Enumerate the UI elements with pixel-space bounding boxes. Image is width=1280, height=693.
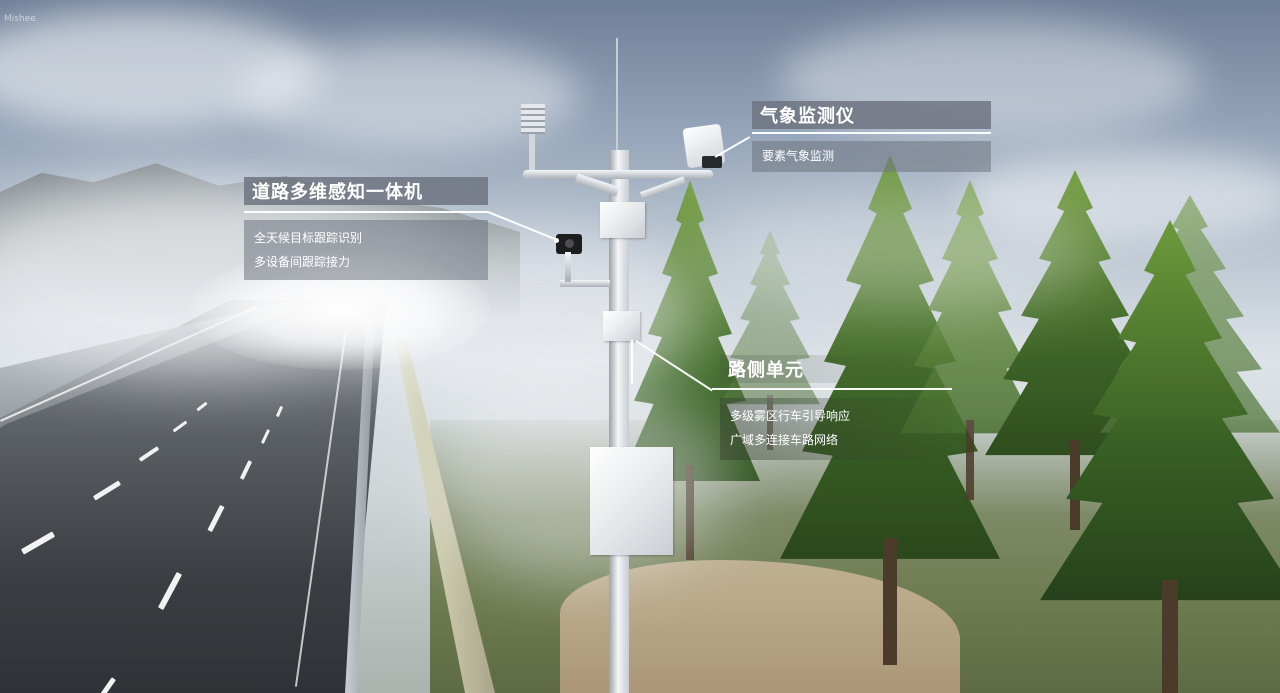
weather-monitor-line: 要素气象监测 <box>762 149 835 163</box>
roadside-unit-tick <box>631 340 633 384</box>
perception-unit-line: 多设备间跟踪接力 <box>254 255 351 269</box>
sensor-pole <box>609 150 629 693</box>
perception-unit-title: 道路多维感知一体机 <box>244 177 488 205</box>
perception-unit-line: 全天候目标跟踪识别 <box>254 231 363 245</box>
perception-sensor-icon <box>556 234 582 254</box>
roadside-unit-line: 多级雾区行车引导响应 <box>730 409 851 423</box>
pole-crossarm <box>523 170 713 179</box>
weather-monitor-underline <box>752 132 991 134</box>
roadside-unit-line: 广域多连接车路网络 <box>730 433 839 447</box>
pine-tree <box>720 230 820 450</box>
equipment-cabinet <box>590 447 673 555</box>
weather-controller-box <box>600 202 645 238</box>
watermark-text: Mishee <box>4 14 36 24</box>
cloud <box>960 150 1280 240</box>
roadside-unit-underline <box>712 388 952 390</box>
roadside-unit-box <box>603 311 640 341</box>
roadside-unit-title: 路侧单元 <box>720 355 952 383</box>
sensor-bracket <box>560 280 610 287</box>
roadside-unit-desc: 多级雾区行车引导响应 广域多连接车路网络 <box>720 398 952 460</box>
antenna <box>616 38 618 150</box>
perception-unit-anchor-dot <box>554 238 559 243</box>
sensor-bracket <box>565 252 571 282</box>
weather-monitor-title: 气象监测仪 <box>752 101 991 129</box>
perception-unit-underline <box>244 211 488 213</box>
pine-tree <box>1040 220 1280 693</box>
perception-unit-desc: 全天候目标跟踪识别 多设备间跟踪接力 <box>244 220 488 280</box>
weather-station-head <box>521 104 545 134</box>
camera-lens <box>702 156 722 168</box>
weather-station-mast <box>529 130 535 170</box>
pine-tree <box>900 180 1040 500</box>
cloud <box>0 10 320 130</box>
fog <box>700 190 1100 310</box>
fog <box>430 380 730 580</box>
weather-monitor-desc: 要素气象监测 <box>752 141 991 172</box>
